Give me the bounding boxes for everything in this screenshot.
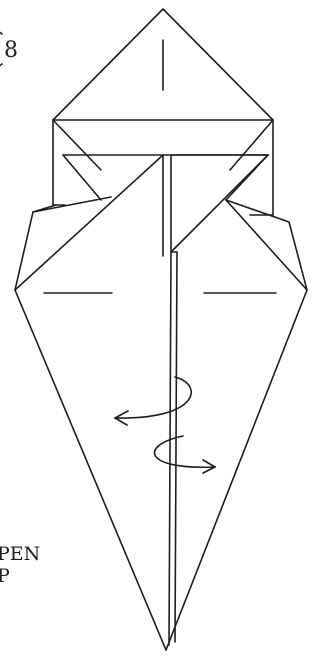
top-flap-right-inner-fold: [230, 120, 273, 170]
kite-body: [15, 252, 307, 650]
step-circle: [0, 29, 2, 69]
band-left-diagonal: [63, 155, 101, 200]
rotate-arrowhead-lower-1: [203, 460, 215, 467]
kite-center-line-right: [175, 252, 177, 642]
kite-right-edge: [166, 290, 307, 650]
kite-left-edge: [15, 290, 166, 650]
center-triangle-left-edge: [15, 155, 163, 290]
kite-center-line-left: [169, 252, 171, 645]
top-flap-left-inner-fold: [53, 120, 101, 170]
center-triangle-hypotenuse: [171, 155, 268, 252]
instruction-line-2: P: [0, 565, 10, 587]
rotate-arrowhead-upper-2: [115, 418, 127, 425]
step-number: 8: [4, 38, 18, 63]
rotate-arrowhead-upper-1: [115, 411, 128, 418]
right-wing: [226, 200, 307, 290]
step-marker: [0, 29, 2, 69]
instruction-line-1: PEN: [0, 543, 40, 565]
rotate-arrows: [115, 377, 215, 473]
